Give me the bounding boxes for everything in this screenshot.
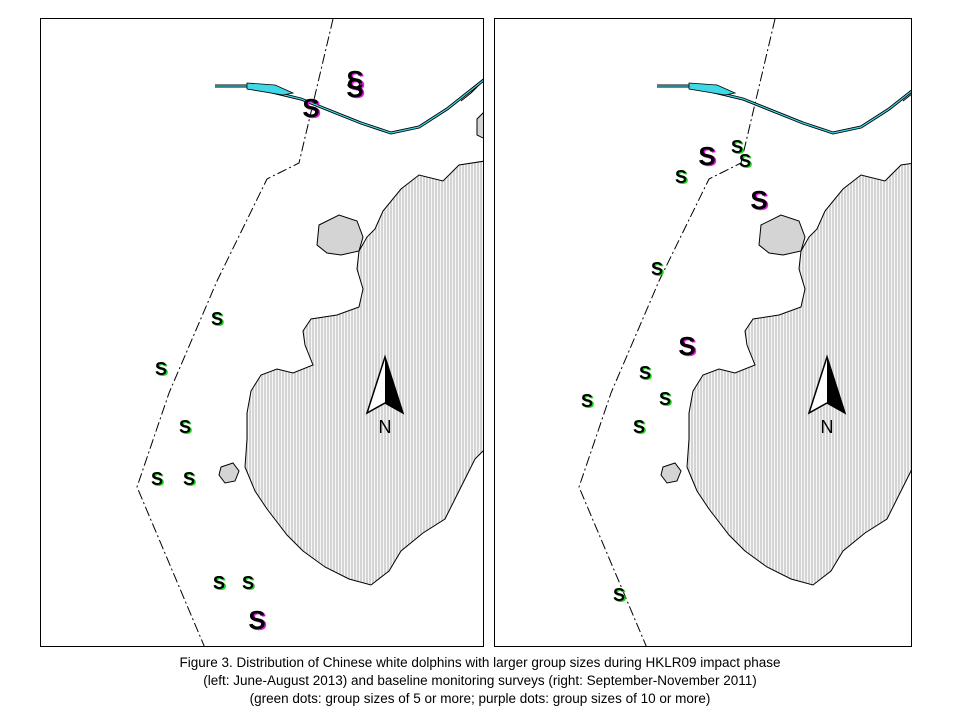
dolphin-sighting-green: SS: [651, 259, 665, 280]
svg-text:S: S: [156, 360, 168, 380]
dolphin-sighting-green: SS: [179, 417, 193, 438]
dolphin-sighting-green: SS: [659, 389, 673, 410]
dolphin-sighting-green: SS: [639, 363, 653, 384]
road-segment: [246, 82, 295, 96]
dolphin-sighting-purple: SS: [698, 141, 717, 172]
svg-text:S: S: [214, 574, 226, 594]
svg-text:S: S: [214, 574, 226, 594]
dolphin-sighting-green: SS: [633, 417, 647, 438]
svg-text:S: S: [348, 66, 365, 96]
land-mass: [244, 160, 483, 586]
svg-text:S: S: [613, 585, 625, 605]
coastline: [902, 93, 911, 102]
dolphin-sighting-green: SS: [213, 573, 227, 594]
svg-text:S: S: [633, 417, 645, 437]
svg-text:S: S: [652, 260, 664, 280]
svg-text:S: S: [639, 363, 651, 383]
svg-text:S: S: [346, 73, 363, 103]
svg-text:S: S: [659, 389, 671, 409]
svg-text:S: S: [243, 574, 255, 594]
dolphin-sighting-green: SS: [613, 585, 627, 606]
svg-text:S: S: [348, 74, 365, 104]
svg-text:S: S: [614, 586, 626, 606]
survey-boundary: [578, 19, 776, 646]
dolphin-sighting-green: SS: [183, 469, 197, 490]
north-label: N: [821, 417, 834, 437]
dolphin-sighting-purple: SS: [750, 185, 769, 216]
caption-line-1: Figure 3. Distribution of Chinese white …: [179, 655, 781, 670]
north-arrow-icon: [807, 354, 847, 415]
svg-text:S: S: [680, 332, 697, 362]
svg-text:S: S: [152, 470, 164, 490]
svg-text:S: S: [698, 141, 715, 171]
dolphin-sighting-purple: SS: [346, 73, 365, 104]
svg-text:S: S: [678, 331, 695, 361]
dolphin-sighting-green: SS: [739, 151, 753, 172]
svg-text:S: S: [640, 364, 652, 384]
islet: [218, 462, 240, 484]
dolphin-sighting-purple: SS: [248, 605, 267, 636]
svg-text:S: S: [731, 137, 743, 157]
svg-text:S: S: [242, 573, 254, 593]
dolphin-sighting-purple: SS: [302, 93, 321, 124]
svg-text:S: S: [752, 186, 769, 216]
caption-line-3: (green dots: group sizes of 5 or more; p…: [249, 691, 711, 706]
dolphin-sighting-green: SS: [155, 359, 169, 380]
svg-text:S: S: [651, 259, 663, 279]
dolphin-sighting-green: SS: [242, 573, 256, 594]
svg-text:S: S: [740, 152, 752, 172]
survey-boundary: [136, 19, 334, 646]
svg-text:S: S: [213, 573, 225, 593]
svg-text:S: S: [212, 310, 224, 330]
caption-line-2: (left: June-August 2013) and baseline mo…: [203, 673, 757, 688]
svg-text:S: S: [151, 469, 163, 489]
svg-text:S: S: [346, 65, 363, 95]
dolphin-sighting-green: SS: [151, 469, 165, 490]
dolphin-sighting-green: SS: [213, 573, 227, 594]
svg-text:S: S: [676, 168, 688, 188]
svg-text:S: S: [180, 418, 192, 438]
svg-text:S: S: [155, 359, 167, 379]
svg-text:S: S: [302, 93, 319, 123]
svg-text:S: S: [581, 391, 593, 411]
bay: [316, 214, 364, 256]
north-arrow-icon: [365, 354, 405, 415]
svg-text:S: S: [211, 309, 223, 329]
svg-text:S: S: [675, 167, 687, 187]
svg-text:S: S: [184, 470, 196, 490]
svg-text:S: S: [739, 151, 751, 171]
svg-text:S: S: [732, 138, 744, 158]
dolphin-sighting-green: SS: [581, 391, 595, 412]
land-mass: [686, 162, 911, 586]
svg-text:S: S: [750, 185, 767, 215]
figure-caption: Figure 3. Distribution of Chinese white …: [0, 654, 960, 708]
svg-text:S: S: [250, 606, 267, 636]
svg-text:S: S: [700, 142, 717, 172]
islet: [660, 462, 682, 484]
svg-text:S: S: [213, 573, 225, 593]
svg-text:S: S: [183, 469, 195, 489]
bay: [758, 214, 806, 256]
dolphin-sighting-purple: SS: [346, 65, 365, 96]
dolphin-sighting-green: SS: [675, 167, 689, 188]
svg-text:S: S: [660, 390, 672, 410]
svg-text:S: S: [634, 418, 646, 438]
road-segment: [688, 82, 737, 96]
svg-text:S: S: [582, 392, 594, 412]
svg-text:S: S: [179, 417, 191, 437]
svg-text:S: S: [304, 94, 321, 124]
coast-fragment: [476, 112, 483, 139]
dolphin-sighting-green: SS: [211, 309, 225, 330]
dolphin-sighting-purple: SS: [678, 331, 697, 362]
north-label: N: [379, 417, 392, 437]
dolphin-sighting-green: SS: [731, 137, 745, 158]
svg-text:S: S: [248, 605, 265, 635]
